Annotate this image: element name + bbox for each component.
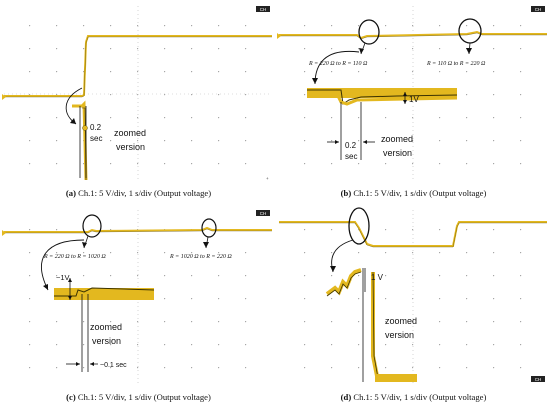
annotation-version: version — [383, 148, 412, 158]
annotation-zoomed: zoomed — [381, 134, 413, 144]
svg-text:CH: CH — [260, 211, 267, 216]
caption-d: (d) Ch.1: 5 V/div, 1 s/div (Output volta… — [340, 392, 487, 402]
caption-a: (a) Ch.1: 5 V/div, 1 s/div (Output volta… — [65, 188, 212, 198]
voltage-trace — [4, 226, 272, 233]
annotation-time: ~0.1 sec — [100, 362, 127, 369]
panel-c: R = 220 Ω to R = 1020 Ω R = 1020 Ω to R … — [2, 206, 275, 410]
zoomed-inset — [325, 268, 417, 382]
annotation-1v: 1V — [409, 95, 419, 104]
svg-text:CH: CH — [535, 377, 542, 382]
annotation-transition-1: R = 220 Ω to R = 1020 Ω — [43, 254, 106, 260]
svg-text:CH: CH — [260, 7, 267, 12]
scope-chip — [256, 210, 270, 216]
scope-chip — [531, 6, 545, 12]
scope-screen-b: R = 220 Ω to R = 110 Ω R = 110 Ω to R = … — [277, 2, 550, 186]
scope-chip — [531, 376, 545, 382]
annotation-version: version — [116, 142, 145, 152]
scope-screen-c: R = 220 Ω to R = 1020 Ω R = 1020 Ω to R … — [2, 206, 275, 390]
svg-text:+: + — [266, 176, 269, 181]
annotation-zoomed: zoomed — [114, 128, 146, 138]
annotation-zoomed: zoomed — [90, 322, 122, 332]
annotation-transition-2: R = 110 Ω to R = 220 Ω — [426, 61, 486, 67]
caption-c: (c) Ch.1: 5 V/div, 1 s/div (Output volta… — [66, 392, 211, 402]
transition-circle-1 — [82, 214, 102, 238]
annotation-time: 0.2 — [90, 123, 102, 132]
panel-a: CH + 0.2 sec zoomed version (a) Ch.1: 5 … — [2, 2, 275, 206]
voltage-trace — [279, 221, 547, 247]
annotation-1v: ~1V — [56, 273, 70, 282]
annotation-time: 0.2 — [345, 141, 357, 150]
zoomed-inset — [72, 100, 88, 181]
transition-circle — [348, 207, 370, 245]
annotation-time-unit: sec — [345, 152, 357, 161]
annotation-version: version — [92, 336, 121, 346]
caption-b: (b) Ch.1: 5 V/div, 1 s/div (Output volta… — [340, 188, 487, 198]
scope-chip — [256, 6, 270, 12]
panel-d: 1 V zoomed version CH (d) Ch.1: 5 V/div,… — [277, 206, 550, 410]
annotation-time-unit: sec — [90, 134, 102, 143]
zoomed-inset — [54, 278, 155, 372]
svg-text:CH: CH — [535, 7, 542, 12]
scope-screen-d: 1 V zoomed version CH — [277, 206, 550, 390]
zoomed-inset — [307, 88, 458, 160]
annotation-transition-2: R = 1020 Ω to R = 220 Ω — [169, 254, 232, 260]
annotation-1v: 1 V — [371, 273, 384, 282]
annotation-zoomed: zoomed — [385, 316, 417, 326]
panel-b: R = 220 Ω to R = 110 Ω R = 110 Ω to R = … — [277, 2, 550, 206]
annotation-version: version — [385, 330, 414, 340]
annotation-transition-1: R = 220 Ω to R = 110 Ω — [308, 61, 368, 67]
zoom-arrow — [41, 239, 85, 291]
scope-screen-a: CH + 0.2 sec zoomed version — [2, 2, 275, 186]
transition-circle-2 — [201, 218, 217, 238]
transition-circle-1 — [358, 19, 380, 45]
